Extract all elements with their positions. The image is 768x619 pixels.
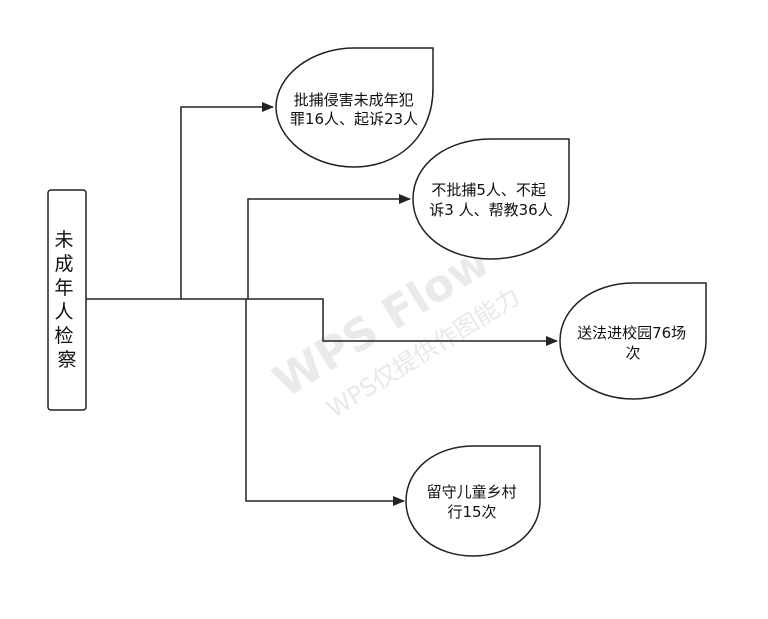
- node-non-arrests-line: 诉3 人、帮教36人: [429, 201, 552, 219]
- node-arrests[interactable]: 批捕侵害未成年犯 罪16人、起诉23人: [275, 47, 434, 168]
- connector-campus: [248, 298, 558, 346]
- connector-rural: [245, 299, 405, 506]
- node-campus-line: 次: [625, 344, 640, 362]
- node-non-arrests-shape: [412, 138, 570, 260]
- node-rural-shape: [405, 445, 541, 557]
- node-arrests-line: 批捕侵害未成年犯: [294, 91, 414, 109]
- root-label-char: 检: [54, 325, 73, 347]
- node-rural-line: 留守儿童乡村: [427, 483, 517, 501]
- node-rural-label: 留守儿童乡村 行15次: [427, 483, 522, 521]
- node-campus-label: 送法进校园76场 次: [577, 324, 691, 362]
- root-label: 未 成 年 人 检 察: [54, 229, 79, 371]
- root-label-char: 年: [54, 277, 73, 299]
- root-node-box: [47, 189, 87, 411]
- node-arrests-line: 罪16人、起诉23人: [290, 110, 418, 128]
- node-non-arrests-line: 不批捕5人、不起: [431, 181, 546, 199]
- connectors: [86, 102, 558, 506]
- node-arrests-label: 批捕侵害未成年犯 罪16人、起诉23人: [290, 91, 418, 128]
- root-node[interactable]: 未 成 年 人 检 察: [47, 189, 87, 411]
- root-label-char: 人: [54, 301, 73, 323]
- node-arrests-shape: [275, 47, 434, 168]
- node-campus-shape: [559, 282, 707, 400]
- node-non-arrests[interactable]: 不批捕5人、不起 诉3 人、帮教36人: [412, 138, 570, 260]
- node-rural-line: 行15次: [447, 503, 496, 521]
- watermark: WPS Flow WPS仅提供作图能力: [265, 235, 525, 423]
- node-rural[interactable]: 留守儿童乡村 行15次: [405, 445, 541, 557]
- root-label-char: 察: [57, 349, 76, 371]
- root-label-char: 成: [54, 253, 73, 275]
- node-campus-line: 送法进校园76场: [577, 324, 686, 342]
- connector-non-arrests: [247, 194, 411, 299]
- connector-arrests: [180, 102, 274, 299]
- node-non-arrests-label: 不批捕5人、不起 诉3 人、帮教36人: [429, 181, 552, 219]
- node-campus[interactable]: 送法进校园76场 次: [559, 282, 707, 400]
- root-label-char: 未: [54, 229, 73, 251]
